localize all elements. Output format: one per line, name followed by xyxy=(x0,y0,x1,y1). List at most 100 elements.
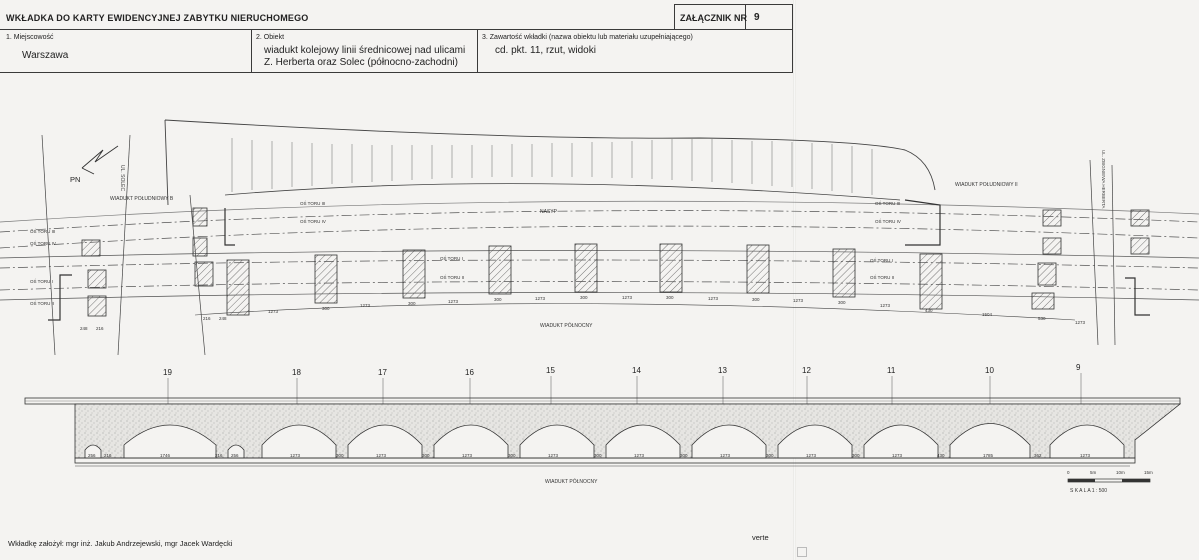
elev-dim: 256 xyxy=(231,453,239,458)
plan-dim: 1273 xyxy=(880,303,891,308)
pier-number: 10 xyxy=(985,366,994,375)
pier-number: 15 xyxy=(546,366,555,375)
elev-dim: 362 xyxy=(1034,453,1042,458)
field-2-line-2: Z. Herberta oraz Solec (północno-zachodn… xyxy=(264,57,458,68)
elevation-view: 19 18 17 16 15 14 13 12 11 10 9 xyxy=(24,363,1182,485)
pier-number: 13 xyxy=(718,366,727,375)
plan-side-lines xyxy=(41,134,1116,356)
elev-dim: 256 xyxy=(88,453,96,458)
scale-bar: 0 5m 10m 15m S K A L A 1 : 500 xyxy=(1067,470,1153,494)
embankment-curve xyxy=(224,183,901,201)
elevation-base xyxy=(74,457,1136,464)
track-label-mid-4: OŚ TORU IV xyxy=(300,217,326,224)
plan-dim: 1273 xyxy=(793,298,804,303)
header-rule xyxy=(0,29,793,30)
scale-tick: 15m xyxy=(1144,470,1153,475)
track-label-right-3: OŚ TORU III xyxy=(875,199,900,206)
elevation-dimensions: 256 216 1746 216 256 1273 300 1273 300 1… xyxy=(88,453,1091,458)
header-rule-bottom xyxy=(0,72,793,73)
plan-dim: 1273 xyxy=(360,303,371,308)
elev-dim: 1273 xyxy=(548,453,559,458)
elev-dim: 1273 xyxy=(462,453,473,458)
arch-openings xyxy=(84,423,1125,459)
track-label-right-1: OŚ TORU I xyxy=(870,256,893,263)
plan-dim: 1273 xyxy=(708,296,719,301)
elev-dim: 300 xyxy=(852,453,860,458)
elev-dim: 300 xyxy=(766,453,774,458)
track-label-mid-1: OŚ TORU I xyxy=(440,254,463,261)
pier-number: 11 xyxy=(887,366,896,375)
elev-dim: 430 xyxy=(937,453,945,458)
technical-drawing: PN UL. SOLEC UL. ZBIGNIEWA HERBERTA WIAD… xyxy=(0,119,1199,494)
plan-label-south-b: WIADUKT POŁUDNIOWY B xyxy=(110,196,174,202)
pier-number: 16 xyxy=(465,368,474,377)
plan-dim-left: 216 xyxy=(96,326,104,331)
field-2-line-1: wiadukt kolejowy linii średnicowej nad u… xyxy=(264,45,466,56)
track-label-mid-3: OŚ TORU III xyxy=(300,199,325,206)
elev-dim: 1273 xyxy=(806,453,817,458)
field-3-value: cd. pkt. 11, rzut, widoki xyxy=(495,45,596,56)
page-fold xyxy=(793,0,796,560)
track-label-left-4: OŚ TORU IV xyxy=(30,239,56,246)
plan-dim: 1273 xyxy=(268,309,279,314)
plan-dim: 1504 xyxy=(982,312,993,317)
document-title: WKŁADKA DO KARTY EWIDENCYJNEJ ZABYTKU NI… xyxy=(6,13,309,23)
plan-label-nasyp: NASYP xyxy=(540,209,558,215)
elev-dim: 1273 xyxy=(720,453,731,458)
field-1-value: Warszawa xyxy=(22,50,69,61)
plan-dim: 300 xyxy=(580,295,588,300)
pier-number: 12 xyxy=(802,366,811,375)
annex-number: 9 xyxy=(754,12,760,23)
elev-dim: 300 xyxy=(336,453,344,458)
north-label: PN xyxy=(70,175,80,184)
registration-mark xyxy=(797,547,807,557)
elev-dim: 300 xyxy=(422,453,430,458)
field-3-label: 3. Zawartość wkładki (nazwa obiektu lub … xyxy=(482,34,693,41)
plan-label-south-ii: WIADUKT POŁUDNIOWY II xyxy=(955,182,1018,188)
plan-view: PN UL. SOLEC UL. ZBIGNIEWA HERBERTA WIAD… xyxy=(0,119,1199,356)
plan-dim: 300 xyxy=(752,297,760,302)
plan-dim: 300 xyxy=(838,300,846,305)
plan-dim: 1273 xyxy=(535,296,546,301)
annex-box-top xyxy=(674,4,793,5)
elev-dim: 300 xyxy=(680,453,688,458)
header-right-edge xyxy=(792,4,793,73)
elev-dim: 1785 xyxy=(983,453,994,458)
plan-dim-left: 248 xyxy=(80,326,88,331)
track-label-right-2: OŚ TORU II xyxy=(870,273,894,280)
plan-dim: 530 xyxy=(1038,316,1046,321)
track-label-left-2: OŚ TORU II xyxy=(30,299,54,306)
plan-label-north: WIADUKT PÓŁNOCNY xyxy=(540,322,593,329)
plan-dim: 300 xyxy=(322,306,330,311)
track-label-right-4: OŚ TORU IV xyxy=(875,217,901,224)
plan-dim: 300 xyxy=(666,295,674,300)
street-herberta: UL. ZBIGNIEWA HERBERTA xyxy=(1101,150,1106,208)
field-2-label: 2. Obiekt xyxy=(256,34,285,41)
elev-dim: 1273 xyxy=(376,453,387,458)
scale-tick: 10m xyxy=(1116,470,1125,475)
annex-number-divider xyxy=(745,4,746,30)
scale-label: S K A L A 1 : 500 xyxy=(1070,488,1107,494)
pier-number: 18 xyxy=(292,368,301,377)
plan-dim: 430 xyxy=(925,308,933,313)
annex-label: ZAŁĄCZNIK NR xyxy=(680,13,747,23)
elev-dim: 300 xyxy=(594,453,602,458)
scale-tick: 0 xyxy=(1067,470,1070,475)
elev-dim: 1746 xyxy=(160,453,171,458)
pier-number: 19 xyxy=(163,368,172,377)
annex-divider xyxy=(674,4,675,30)
pier-number: 14 xyxy=(632,366,641,375)
plan-dim: 1273 xyxy=(448,299,459,304)
plan-dimension-line xyxy=(194,303,1076,321)
track-label-mid-2: OŚ TORU II xyxy=(440,273,464,280)
field-divider-1 xyxy=(251,29,252,73)
plan-dim: 300 xyxy=(408,301,416,306)
form-header: WKŁADKA DO KARTY EWIDENCYJNEJ ZABYTKU NI… xyxy=(0,0,793,73)
elev-dim: 1273 xyxy=(1080,453,1091,458)
plan-dimensions: 1273 300 1273 300 1273 300 1273 300 1273… xyxy=(80,295,1086,331)
elevation-label: WIADUKT PÓŁNOCNY xyxy=(545,478,598,485)
plan-track-lines xyxy=(0,200,1199,301)
elev-dim: 1273 xyxy=(634,453,645,458)
plan-dim: 1273 xyxy=(622,295,633,300)
